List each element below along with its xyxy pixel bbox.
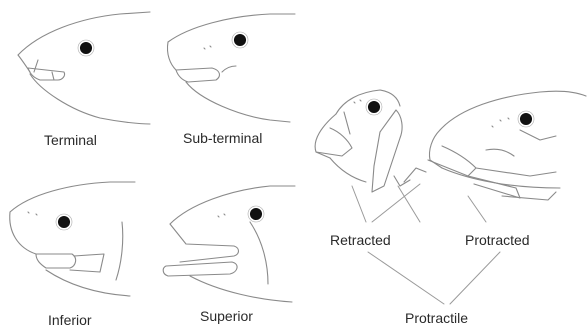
label-sub-terminal: Sub-terminal: [183, 131, 262, 145]
label-retracted: Retracted: [330, 233, 391, 247]
sub-terminal-fish-head: [167, 14, 295, 122]
label-protracted: Protracted: [465, 233, 530, 247]
label-protractile: Protractile: [405, 311, 468, 325]
label-terminal: Terminal: [44, 133, 97, 147]
label-inferior: Inferior: [48, 313, 92, 327]
retracted-fish-head: [315, 90, 426, 192]
protracted-fish-head: [428, 91, 586, 200]
superior-fish-head: [163, 186, 295, 302]
label-superior: Superior: [200, 309, 253, 323]
inferior-fish-head: [10, 182, 135, 296]
terminal-fish-head: [18, 12, 150, 124]
